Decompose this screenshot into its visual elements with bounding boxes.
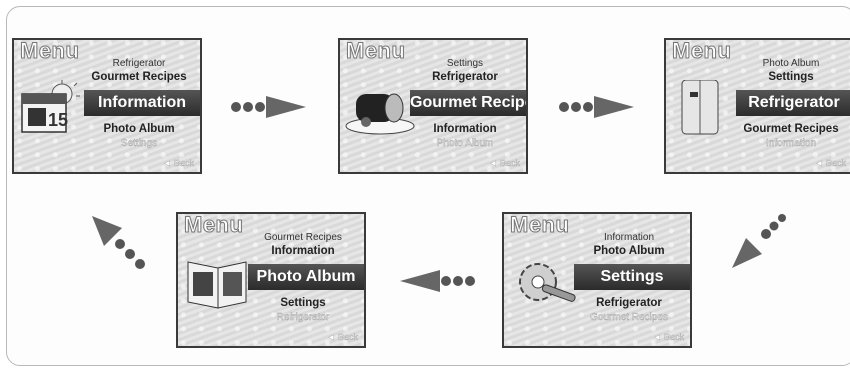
back-label: ◄ Back (814, 158, 846, 168)
menu-screen-information: Menu Refrigerator Gourmet Recipes Inform… (12, 38, 202, 174)
menu-screen-settings: Menu Information Photo Album Settings Re… (502, 212, 692, 348)
menu-item-selected: Information (98, 94, 186, 111)
dotted-arrow-down-left-icon (732, 214, 786, 268)
back-label: ◄ Back (488, 158, 520, 168)
menu-item-above: Information (271, 245, 335, 257)
menu-title: Menu (671, 38, 732, 64)
selection-bar (248, 264, 364, 290)
menu-item-below-far: Refrigerator (276, 312, 330, 323)
menu-item-below-far: Gourmet Recipes (590, 312, 668, 323)
back-label: ◄ Back (326, 332, 358, 342)
menu-item-above-far: Refrigerator (112, 58, 166, 69)
selection-bar (410, 90, 526, 116)
menu-item-below: Refrigerator (596, 297, 662, 309)
dotted-arrow-right-icon (231, 96, 306, 118)
menu-item-above: Photo Album (593, 245, 665, 257)
menu-item-below: Information (433, 123, 497, 135)
menu-item-below: Gourmet Recipes (743, 123, 839, 135)
selection-bar (574, 264, 690, 290)
dotted-arrow-right-icon (559, 96, 634, 118)
refrigerator-icon (681, 80, 719, 135)
menu-title: Menu (509, 212, 570, 238)
menu-item-above-far: Information (603, 232, 655, 243)
menu-screen-gourmet-recipes: Menu Settings Refrigerator Gourmet Recip… (338, 38, 528, 174)
menu-screen-photo-album: Menu Gourmet Recipes Information Photo A… (176, 212, 366, 348)
menu-title: Menu (345, 38, 406, 64)
dotted-arrow-left-icon (400, 270, 475, 292)
menu-item-below-far: Photo Album (436, 138, 494, 149)
menu-item-above-far: Settings (446, 58, 484, 69)
menu-item-below: Photo Album (103, 123, 175, 135)
food-plate-icon (345, 93, 415, 135)
menu-item-above: Gourmet Recipes (91, 71, 187, 83)
back-label: ◄ Back (652, 332, 684, 342)
menu-item-above-far: Photo Album (762, 58, 820, 69)
gear-wrench-icon (519, 263, 576, 302)
menu-item-above-far: Gourmet Recipes (264, 232, 342, 243)
menu-item-below-far: Information (765, 138, 817, 149)
menu-title: Menu (183, 212, 244, 238)
menu-item-selected: Settings (600, 268, 664, 285)
menu-screen-refrigerator: Menu Photo Album Settings Refrigerator G… (664, 38, 850, 174)
menu-item-above: Settings (768, 71, 814, 83)
menu-item-above: Refrigerator (432, 71, 498, 83)
menu-item-below-far: Settings (120, 138, 158, 149)
menu-item-selected: Gourmet Recipes (410, 94, 526, 111)
svg-text:15: 15 (48, 110, 68, 130)
dotted-arrow-up-left-icon (92, 216, 145, 269)
selection-bar (84, 90, 200, 116)
photo-album-icon (187, 261, 247, 309)
menu-item-selected: Photo Album (256, 268, 356, 285)
calendar-icon: 15 (21, 80, 80, 133)
back-label: ◄ Back (162, 158, 194, 168)
selection-bar (736, 90, 850, 116)
menu-item-below: Settings (280, 297, 326, 309)
menu-item-selected: Refrigerator (748, 94, 840, 111)
menu-title: Menu (19, 38, 80, 64)
